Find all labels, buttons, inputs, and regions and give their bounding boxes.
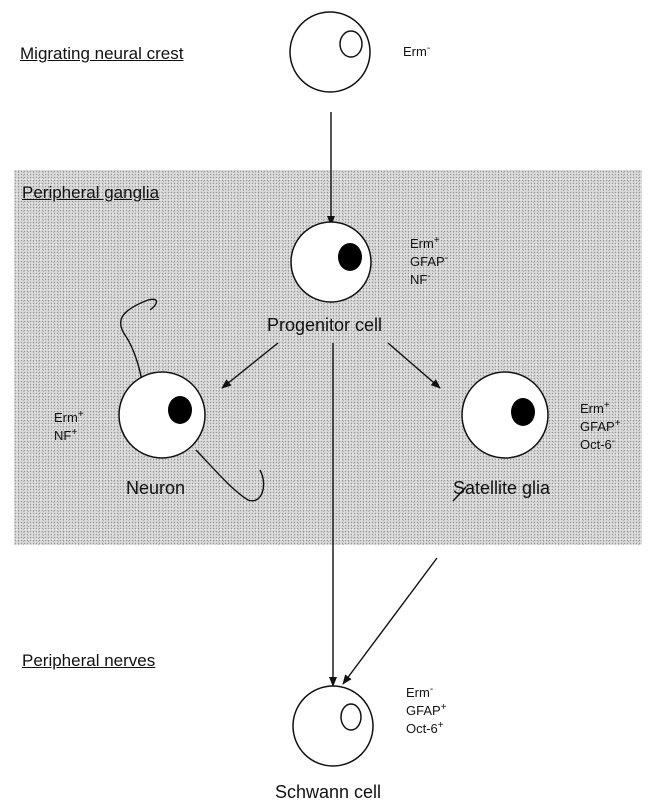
filled-nucleus-icon	[338, 243, 362, 271]
marker-name: GFAP	[406, 703, 441, 718]
marker-name: GFAP	[580, 419, 615, 434]
open-nucleus-icon	[340, 31, 362, 57]
marker-sign: +	[604, 400, 610, 411]
marker-entry: Oct-6+	[406, 720, 447, 738]
arrow-progenitor-to-satellite	[388, 343, 440, 388]
marker-name: Erm	[580, 401, 604, 416]
marker-sign: -	[612, 436, 615, 447]
marker-entry: NF-	[410, 271, 448, 289]
open-nucleus-icon	[341, 704, 361, 730]
markers-satellite: Erm+GFAP+Oct-6-	[580, 400, 621, 454]
cell-label-neuron: Neuron	[126, 478, 185, 499]
marker-name: Erm	[54, 410, 78, 425]
marker-sign: +	[615, 418, 621, 429]
marker-name: Erm	[410, 236, 434, 251]
marker-sign: -	[430, 684, 433, 695]
region-label-ganglia: Peripheral ganglia	[22, 183, 159, 203]
marker-entry: Erm-	[403, 43, 430, 61]
marker-name: NF	[410, 272, 427, 287]
marker-entry: GFAP+	[406, 702, 447, 720]
marker-entry: Erm-	[406, 684, 447, 702]
marker-sign: -	[427, 43, 430, 54]
marker-entry: NF+	[54, 427, 84, 445]
markers-progenitor: Erm+GFAP-NF-	[410, 235, 448, 289]
marker-sign: -	[427, 271, 430, 282]
cell-label-schwann: Schwann cell	[275, 782, 381, 803]
marker-sign: +	[78, 409, 84, 420]
marker-name: Oct-6	[406, 721, 438, 736]
marker-name: NF	[54, 428, 71, 443]
marker-entry: Erm+	[54, 409, 84, 427]
markers-neuron: Erm+NF+	[54, 409, 84, 445]
marker-entry: GFAP-	[410, 253, 448, 271]
marker-sign: +	[434, 235, 440, 246]
arrow-satellite-to-schwann	[343, 558, 437, 684]
cell-label-progenitor: Progenitor cell	[267, 315, 382, 336]
markers-schwann: Erm-GFAP+Oct-6+	[406, 684, 447, 738]
marker-entry: Erm+	[410, 235, 448, 253]
marker-name: Oct-6	[580, 437, 612, 452]
filled-nucleus-icon	[168, 396, 192, 424]
marker-name: GFAP	[410, 254, 445, 269]
progenitor-cell	[291, 222, 371, 302]
marker-sign: -	[445, 253, 448, 264]
filled-nucleus-icon	[511, 398, 535, 426]
region-label-migrating: Migrating neural crest	[20, 44, 183, 64]
schwann-cell	[293, 686, 373, 766]
marker-sign: +	[441, 702, 447, 713]
neural-crest-cell	[290, 12, 370, 92]
marker-sign: +	[438, 720, 444, 731]
arrow-progenitor-to-neuron	[222, 343, 278, 388]
region-label-nerves: Peripheral nerves	[22, 651, 155, 671]
marker-entry: Erm+	[580, 400, 621, 418]
marker-name: Erm	[403, 44, 427, 59]
marker-sign: +	[71, 427, 77, 438]
markers-neural-crest: Erm-	[403, 43, 430, 61]
neuron-axon	[196, 450, 264, 501]
marker-name: Erm	[406, 685, 430, 700]
marker-entry: GFAP+	[580, 418, 621, 436]
neuron-cell	[119, 299, 264, 501]
marker-entry: Oct-6-	[580, 436, 621, 454]
satellite-glia-cell	[462, 372, 548, 458]
cell-label-satellite: Satellite glia	[453, 478, 550, 499]
